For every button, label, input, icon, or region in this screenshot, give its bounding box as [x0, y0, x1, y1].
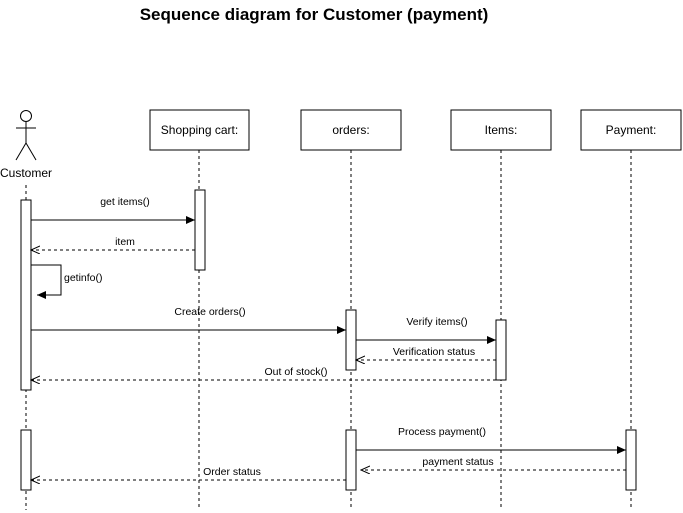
- participant-label-items: Items:: [485, 123, 518, 137]
- participant-shopping-cart: Shopping cart:: [149, 109, 250, 151]
- participant-payment: Payment:: [580, 109, 682, 151]
- participant-label-orders: orders:: [332, 123, 369, 137]
- activation-shopping-cart: [194, 189, 206, 271]
- activation-items: [495, 319, 507, 381]
- message-item-label: item: [115, 236, 135, 248]
- message-create-orders-label: Create orders(): [174, 306, 245, 318]
- activation-customer-1: [20, 199, 32, 391]
- message-order-status-label: Order status: [203, 466, 261, 478]
- participant-orders: orders:: [300, 109, 402, 151]
- message-process-payment-label: Process payment(): [398, 426, 486, 438]
- activation-customer-2: [20, 429, 32, 491]
- message-getinfo-label: getinfo(): [64, 272, 103, 284]
- activation-payment: [625, 429, 637, 491]
- message-getinfo-arrow: [31, 264, 62, 299]
- participant-items: Items:: [450, 109, 552, 151]
- message-payment-status-label: payment status: [422, 456, 493, 468]
- message-verify-items-label: Verify items(): [406, 316, 467, 328]
- participant-label-shopping-cart: Shopping cart:: [161, 123, 238, 137]
- message-out-of-stock-label: Out of stock(): [264, 366, 327, 378]
- activation-orders-1: [345, 309, 357, 371]
- participant-label-payment: Payment:: [606, 123, 657, 137]
- actor-customer-icon: [15, 110, 37, 161]
- message-verification-status-label: Verification status: [393, 346, 475, 358]
- diagram-title: Sequence diagram for Customer (payment): [139, 5, 489, 24]
- message-get-items-label: get items(): [100, 196, 150, 208]
- activation-orders-2: [345, 429, 357, 491]
- participant-label-customer: Customer: [0, 166, 52, 180]
